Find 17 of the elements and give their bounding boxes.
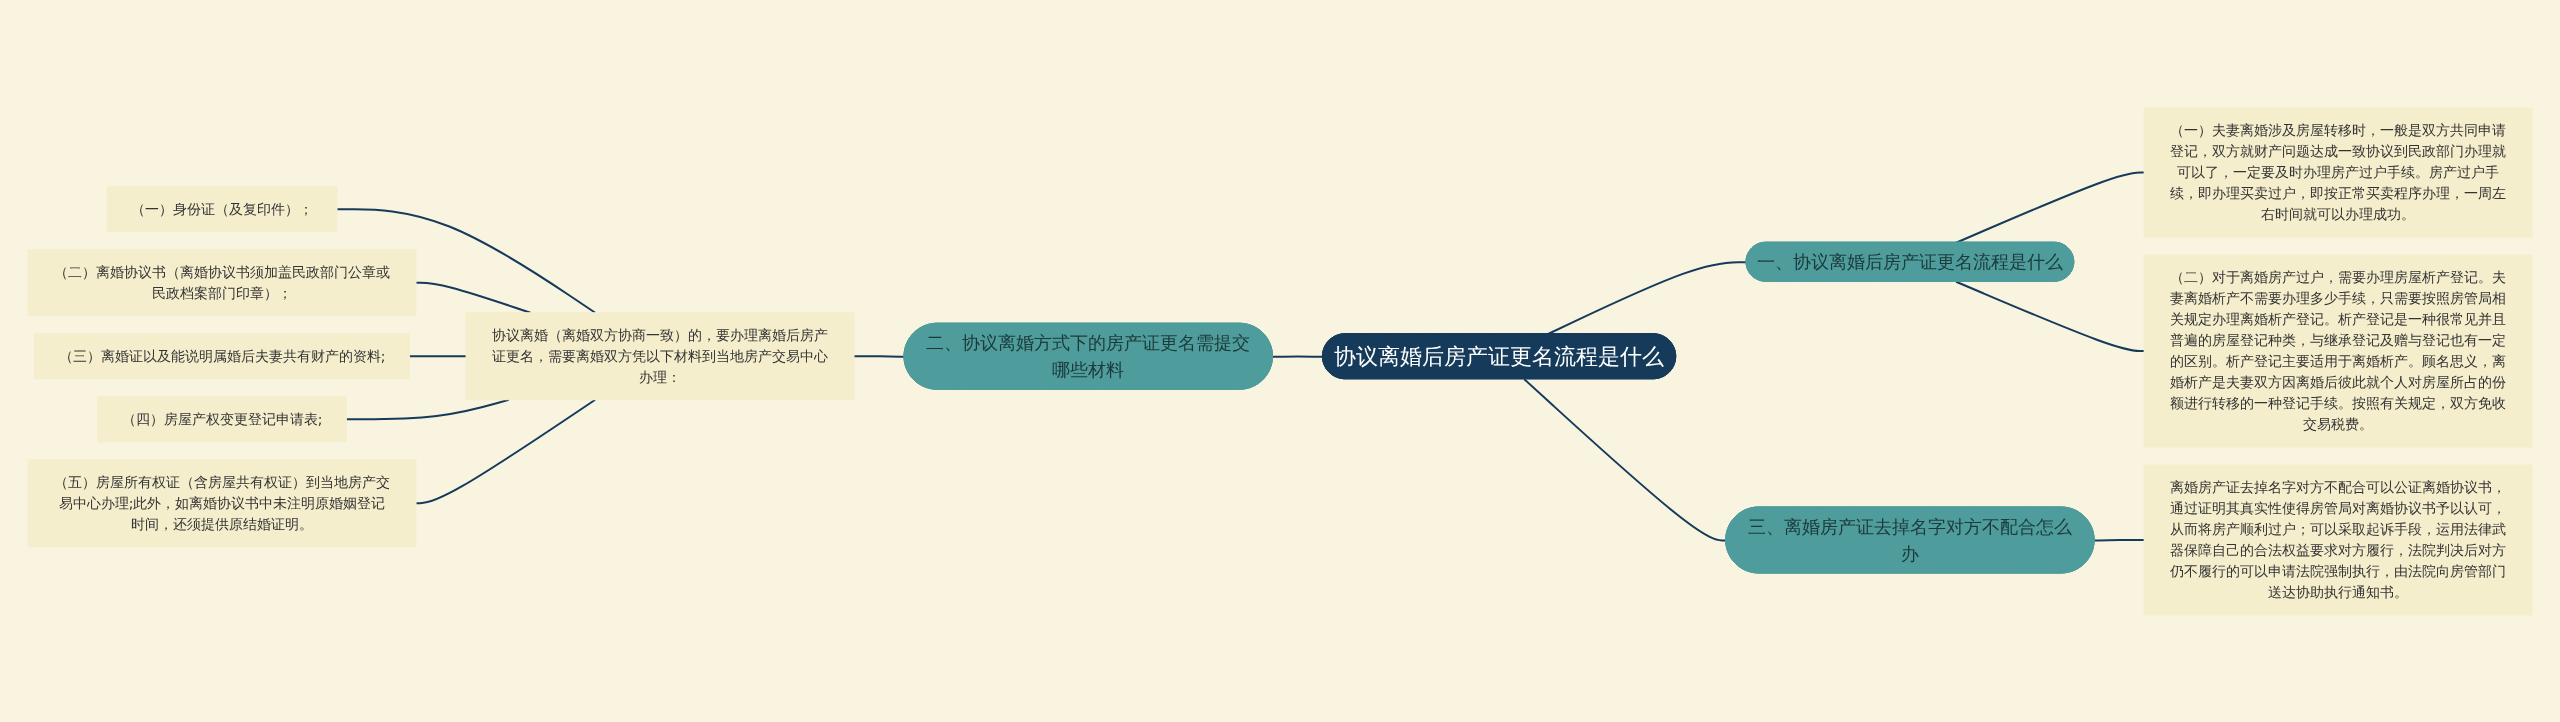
node-box: （三）离婚证以及能说明属婚后夫妻共有财产的资料;: [34, 332, 410, 379]
connector: [1955, 280, 2146, 352]
node-box: （四）房屋产权变更登记申请表;: [97, 395, 347, 442]
node-box: （二）对于离婚房产过户，需要办理房屋析产登记。夫妻离婚析产不需要办理多少手续，只需要按照房管局相关规定办理离婚析产登记。析产登记是一种很常见并且普遍的房屋登记种类，与继承登记及赠与登记也有一定的区别。析产登记主要适用于离婚析产。顾名思义，离婚析产是夫妻双方因离婚后彼此就个人对房屋所占的份额进行转移的一种登记手续。按照有关规定，双方免收交易税费。: [2143, 254, 2533, 447]
node-box: （二）离婚协议书（离婚协议书须加盖民政部门公章或民政档案部门印章）；: [27, 248, 417, 316]
connector: [345, 398, 510, 420]
node-box: （一）身份证（及复印件）；: [106, 185, 338, 232]
connector: [2093, 538, 2146, 541]
connector: [414, 398, 597, 504]
node-box: 协议离婚（离婚双方协商一致）的，要办理离婚后房产证更名，需要离婚双方凭以下材料到当地房产交易中心办理：: [465, 311, 855, 400]
node-box: 离婚房产证去掉名字对方不配合可以公证离婚协议书，通过证明其真实性使得房管局对离婚协议书予以认可，从而将房产顺利过户；可以采取起诉手段，运用法律武器保障自己的合法权益要求对方履行，法院判决后对方仍不履行的可以申请法院强制执行，由法院向房管部门送达协助执行通知书。: [2143, 464, 2533, 615]
node-box: （五）房屋所有权证（含房屋共有权证）到当地房产交易中心办理;此外，如离婚协议书中未注明原婚姻登记时间，还须提供原结婚证明。: [27, 458, 417, 547]
connector: [335, 207, 597, 314]
connector: [1271, 354, 1324, 358]
connector: [408, 354, 467, 357]
node-box: （一）夫妻离婚涉及房屋转移时，一般是双方共同申请登记，双方就财产问题达成一致协议到民政部门办理就可以了，一定要及时办理房产过户手续。房产过户手续，即办理买卖过户，即按正常买卖程序办理，一周左右时间就可以办理成功。: [2143, 107, 2533, 237]
connector: [414, 281, 532, 314]
